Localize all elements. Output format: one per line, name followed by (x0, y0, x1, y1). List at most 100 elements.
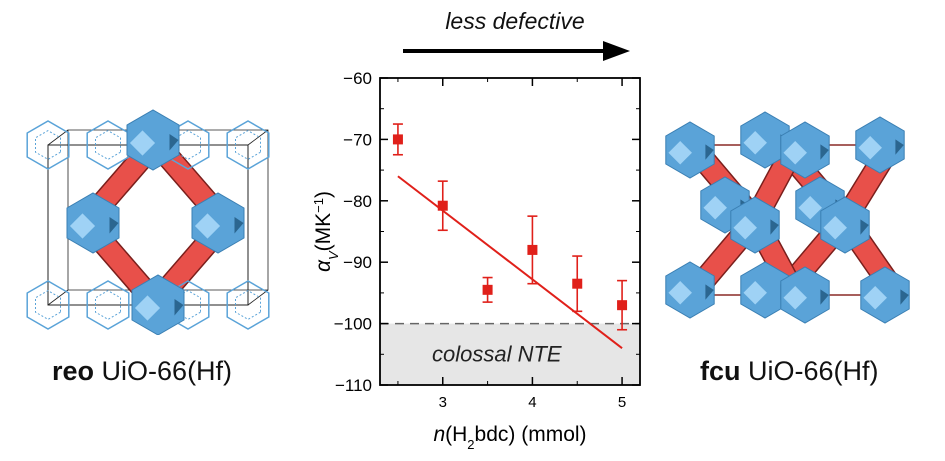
y-axis-close: ) (312, 191, 335, 198)
y-axis-label: αV(MK−1) (311, 191, 341, 272)
cluster-outline (86, 280, 130, 330)
data-marker (617, 300, 628, 311)
cluster-shadow-face (820, 289, 829, 305)
cluster-shadow-face (900, 289, 909, 305)
fit-line (397, 175, 623, 349)
arrow-caption: less defective (445, 8, 585, 34)
y-tick-label: −90 (343, 253, 372, 272)
x-axis-label: n(H2bdc) (mmol) (433, 423, 586, 452)
cluster-face (668, 141, 692, 165)
reo-structure-illustration (26, 109, 270, 335)
reo-topology-label: reo (52, 356, 95, 386)
fcu-structure-illustration (665, 111, 910, 324)
cluster-face (733, 216, 757, 240)
cluster-body (131, 274, 185, 335)
reo-framework-name: UiO-66(Hf) (101, 356, 233, 386)
zr-cluster-icon (860, 266, 910, 324)
y-tick-label: −60 (343, 69, 372, 88)
zr-cluster-icon (131, 274, 185, 335)
cluster-face (823, 216, 847, 240)
y-axis-superscript: −1 (311, 198, 326, 213)
cluster-shadow-face (109, 217, 119, 234)
unit-cell-edge (247, 129, 269, 146)
data-marker (527, 244, 538, 255)
zr-cluster-icon (191, 192, 245, 254)
reo-structure-label: reo UiO-66(Hf) (52, 356, 232, 387)
cluster-shadow-face (895, 139, 904, 155)
data-marker (482, 284, 493, 295)
y-axis-unit: (MK (312, 213, 335, 252)
cluster-shadow-face (169, 134, 179, 151)
cluster-body (66, 192, 120, 254)
cluster-face (783, 286, 807, 310)
x-axis-part-2: bdc) (mmol) (475, 423, 587, 446)
cluster-face (863, 286, 887, 310)
thermal-expansion-chart: colossal NTE −60 −70 −80 −90 −100 −110 3 4 5 αV(… (311, 69, 641, 452)
cluster-face (194, 213, 221, 239)
cluster-inner-outline (95, 130, 121, 160)
cluster-outline (226, 120, 270, 170)
data-marker (437, 200, 448, 211)
region-label: colossal NTE (432, 342, 562, 367)
cluster-body (780, 266, 830, 324)
cluster-shadow-face (234, 217, 244, 234)
x-tick-label: 3 (439, 394, 447, 411)
cluster-inner-outline (235, 290, 261, 320)
zr-cluster-icon (665, 261, 715, 319)
cluster-inner-outline (95, 290, 121, 320)
cluster-face (783, 141, 807, 165)
unit-cell-edge (47, 289, 69, 306)
y-tick-label: −80 (343, 192, 372, 211)
cluster-inner-outline (175, 130, 201, 160)
data-point (572, 255, 583, 313)
y-tick-label: −100 (334, 315, 372, 334)
zr-cluster-icon (730, 196, 780, 254)
unit-cell-edge (47, 129, 69, 146)
data-point (482, 276, 493, 303)
data-marker (392, 134, 403, 145)
cluster-face (858, 136, 882, 160)
cluster-face (69, 213, 96, 239)
cluster-face (798, 196, 822, 220)
zr-cluster-icon (126, 109, 180, 171)
x-tick-label: 4 (528, 394, 536, 411)
cluster-outline (26, 280, 70, 330)
cluster-inner-outline (235, 130, 261, 160)
fcu-topology-label: fcu (700, 356, 741, 386)
vacant-cluster-icon (226, 280, 270, 330)
cluster-inner-outline (175, 290, 201, 320)
cluster-shadow-face (860, 219, 869, 235)
cluster-body (730, 196, 780, 254)
fcu-structure-label: fcu UiO-66(Hf) (700, 356, 879, 387)
x-axis-subscript: 2 (467, 437, 474, 452)
y-tick-label: −70 (343, 130, 372, 149)
plot-frame (379, 77, 641, 386)
x-tick-label: 5 (618, 394, 626, 411)
cluster-face (743, 131, 767, 155)
cluster-face (668, 281, 692, 305)
y-tick-label: −110 (335, 376, 372, 395)
cluster-face (129, 130, 156, 156)
cluster-shadow-face (174, 299, 184, 316)
x-axis-part-1: (H (445, 423, 467, 446)
cluster-body (855, 116, 905, 174)
x-axis-symbol: n (433, 423, 445, 446)
cluster-body (126, 109, 180, 171)
cluster-body (780, 121, 830, 179)
cluster-body (740, 111, 790, 169)
cluster-shadow-face (820, 144, 829, 160)
cluster-inner-outline (35, 130, 61, 160)
cluster-body (820, 196, 870, 254)
data-point (527, 215, 538, 285)
cluster-shadow-face (705, 284, 714, 300)
cluster-shadow-face (770, 219, 779, 235)
cluster-face (134, 295, 161, 321)
zr-cluster-icon (855, 116, 905, 174)
zr-cluster-icon (665, 121, 715, 179)
data-marker (572, 278, 583, 289)
zr-cluster-icon (780, 121, 830, 179)
fcu-framework-name: UiO-66(Hf) (748, 356, 879, 386)
cluster-inner-outline (35, 290, 61, 320)
vacant-cluster-icon (86, 280, 130, 330)
zr-cluster-icon (66, 192, 120, 254)
